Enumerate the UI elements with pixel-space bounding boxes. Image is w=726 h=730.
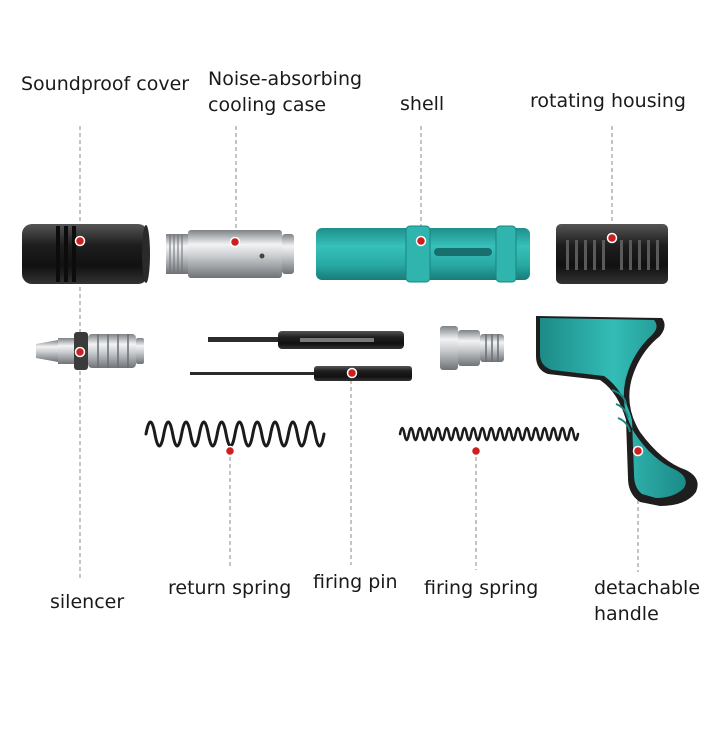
label-cooling-case-line2: cooling case (208, 94, 327, 116)
shell-part (316, 225, 530, 283)
label-return-spring: return spring (168, 577, 292, 599)
return-spring-part (144, 420, 326, 448)
threaded-connector-part (440, 326, 504, 370)
label-handle-line2: handle (594, 603, 659, 625)
part-markers (74, 232, 644, 457)
rotating-housing-part (556, 224, 668, 284)
label-cooling-case-line1: Noise-absorbing (208, 68, 363, 90)
label-firing-spring: firing spring (424, 577, 539, 599)
marker-handle (632, 445, 644, 457)
label-silencer: silencer (50, 591, 125, 613)
label-shell: shell (400, 93, 445, 115)
label-rotating-housing: rotating housing (530, 90, 686, 112)
firing-pin-rod-upper (208, 331, 404, 349)
cooling-case-part (166, 230, 294, 278)
label-firing-pin: firing pin (313, 571, 398, 593)
firing-pin-part (190, 366, 412, 381)
marker-rotating-housing (606, 232, 618, 244)
marker-silencer (74, 346, 86, 358)
marker-return-spring (224, 445, 236, 457)
label-handle-line1: detachable (594, 577, 701, 599)
marker-cooling-case (229, 236, 241, 248)
firing-spring-part (398, 426, 580, 442)
label-soundproof-cover: Soundproof cover (21, 73, 190, 95)
marker-soundproof-cover (74, 235, 86, 247)
leader-lines (79, 126, 639, 578)
detachable-handle-part (536, 316, 698, 506)
marker-firing-spring (470, 445, 482, 457)
soundproof-cover-part (22, 224, 150, 284)
marker-shell (415, 235, 427, 247)
marker-firing-pin (346, 367, 358, 379)
silencer-part (36, 332, 144, 370)
